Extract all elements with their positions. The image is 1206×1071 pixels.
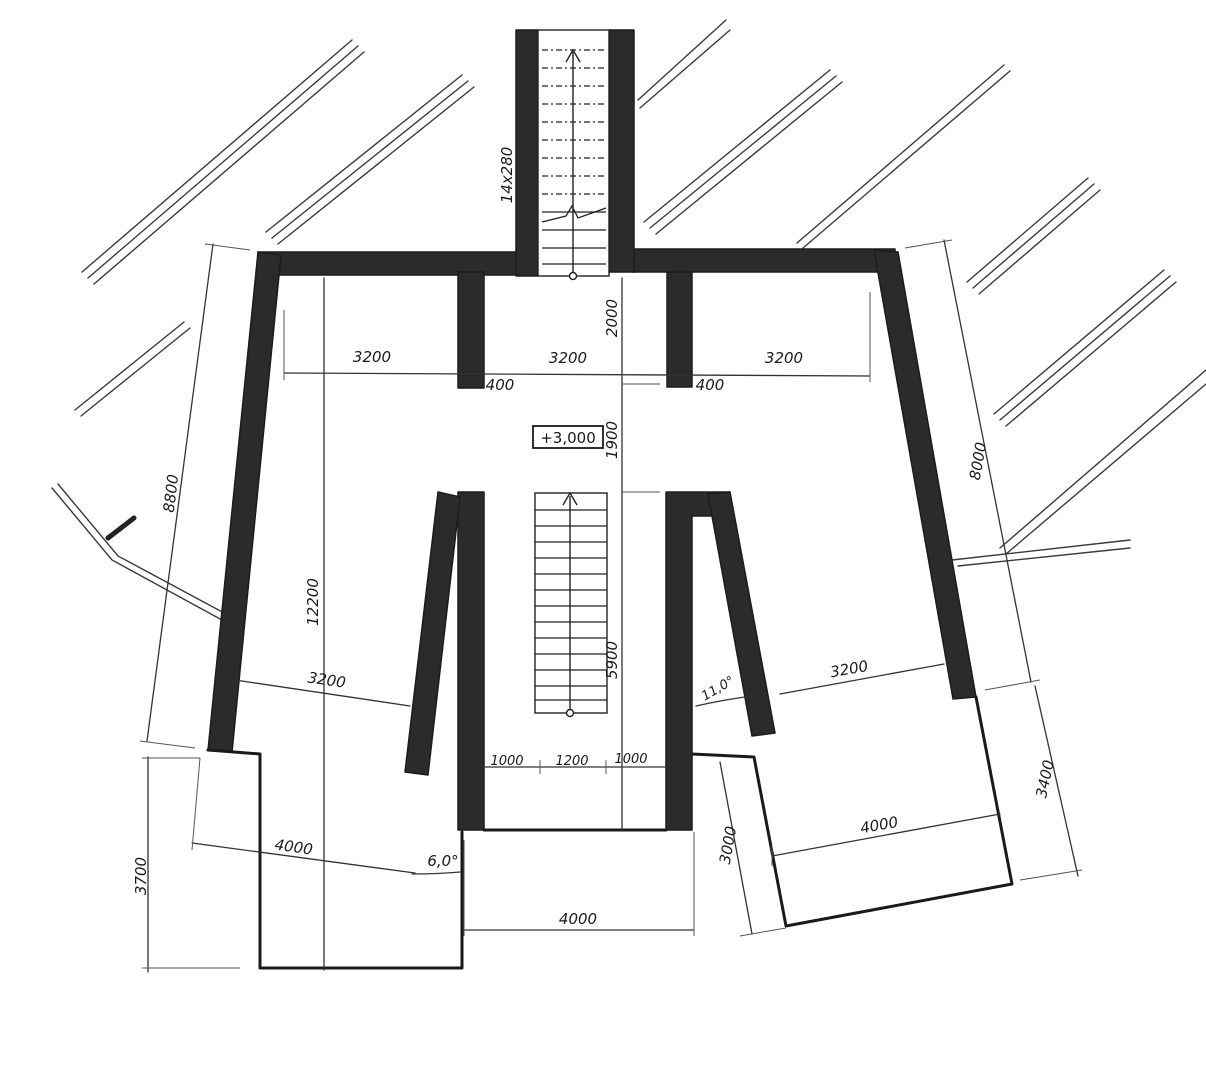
dim-stair-width: 1200 — [555, 754, 588, 769]
wall-north-right — [631, 248, 896, 273]
dim-mid-depth: 1900 — [603, 421, 621, 459]
dim-landing-left: 1000 — [490, 754, 523, 769]
central-staircase — [534, 491, 608, 718]
dim-total-right: 8000 — [966, 441, 990, 482]
partition-left — [457, 271, 485, 389]
dim-wing-left: 4000 — [274, 835, 314, 858]
dim-wing-right-depth: 3000 — [716, 825, 740, 866]
dim-stair-spec: 14x280 — [498, 147, 516, 204]
dim-bay-right: 3200 — [765, 349, 803, 367]
core-wall-left — [457, 491, 485, 831]
dimension-lines — [139, 239, 1083, 973]
dim-wall-right: 400 — [696, 376, 725, 394]
wall-west — [207, 251, 282, 753]
terrain-hatching — [51, 19, 1206, 621]
dim-bay-left: 3200 — [353, 348, 391, 366]
upper-staircase — [537, 29, 610, 281]
dim-overall-depth: 12200 — [304, 578, 322, 626]
dim-upper-depth: 2000 — [603, 299, 621, 337]
fin-wall-right — [707, 491, 776, 737]
fin-wall-left — [404, 491, 461, 776]
dim-wing-center: 4000 — [559, 910, 597, 928]
elevation-label: +3,000 — [540, 429, 596, 447]
dim-landing-right: 1000 — [614, 752, 647, 767]
dim-bay-lower-left: 3200 — [307, 668, 347, 691]
dim-bay-mid: 3200 — [549, 349, 587, 367]
dim-wing-left-depth: 3700 — [132, 857, 150, 895]
partition-right — [666, 271, 693, 388]
stair-shaft-wall-right — [608, 29, 635, 273]
dim-total-left: 8800 — [160, 473, 183, 513]
wall-east — [873, 249, 977, 700]
stair-shaft-wall-left — [515, 29, 539, 277]
wing-outlines — [206, 695, 1014, 970]
dim-wall-left: 400 — [486, 376, 515, 394]
dim-wing-right-offset: 3400 — [1032, 758, 1058, 799]
dim-bay-lower-right: 3200 — [829, 657, 870, 681]
angle-right: 11,0° — [699, 674, 737, 705]
walls — [207, 29, 977, 831]
elevation-marker: +3,000 — [532, 425, 604, 449]
angle-left: 6,0° — [427, 852, 458, 870]
dim-stair-run: 5900 — [603, 641, 621, 679]
